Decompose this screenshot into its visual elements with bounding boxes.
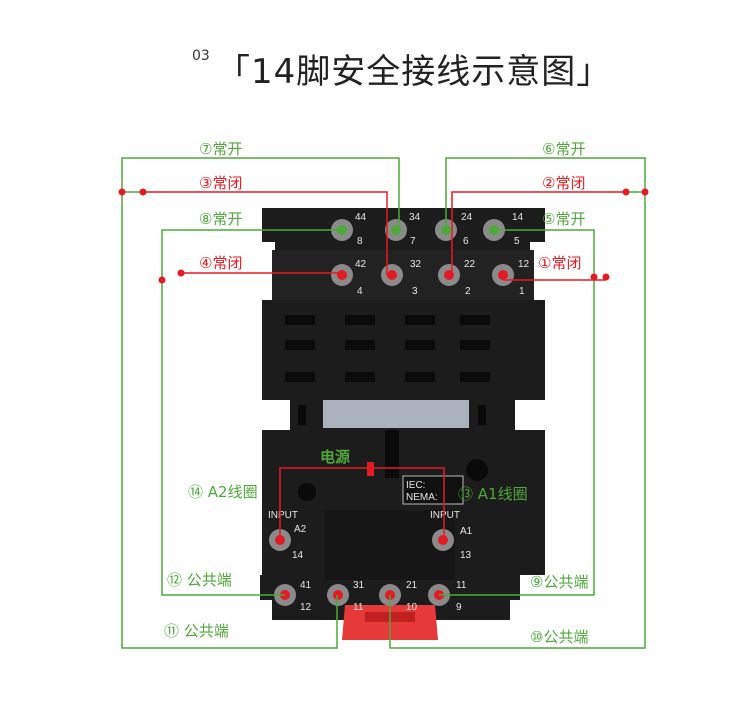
mount-hole-right <box>466 459 488 481</box>
label-10-common: ⑩公共端 <box>530 628 588 646</box>
term-6: 6 <box>463 236 469 247</box>
coil-left-num: 14 <box>292 550 304 561</box>
term-12b: 12 <box>300 602 312 613</box>
coil-right-input: INPUT <box>430 510 460 521</box>
power-fuse <box>367 462 374 476</box>
label-14-a2: ⑭ A2线圈 <box>188 483 258 501</box>
term-14: 14 <box>512 212 524 223</box>
term-9b: 9 <box>456 602 462 613</box>
term-44: 44 <box>355 212 367 223</box>
coil-right-name: A1 <box>460 526 473 537</box>
screw-42 <box>331 264 353 286</box>
label-12-common: ⑫ 公共端 <box>167 571 232 589</box>
label-7-no: ⑦常开 <box>199 140 242 158</box>
slot-grid <box>285 315 490 425</box>
term-7: 7 <box>410 236 416 247</box>
screw-14 <box>483 219 505 241</box>
term-11: 11 <box>456 580 467 591</box>
top-terminal-numbers: 44 34 24 14 8 7 6 5 42 32 22 12 4 3 2 1 <box>355 212 530 297</box>
screw-22 <box>438 264 460 286</box>
term-31: 31 <box>353 580 365 591</box>
relay-socket: IEC: NEMA: <box>260 208 545 640</box>
wire-dots <box>118 188 649 284</box>
iec-label: IEC: <box>406 480 425 491</box>
label-5-no: ⑤常开 <box>542 210 585 228</box>
label-power: 电源 <box>320 448 350 466</box>
term-41: 41 <box>300 580 312 591</box>
coil-left-name: A2 <box>294 524 307 535</box>
term-21: 21 <box>406 580 418 591</box>
label-1-nc: ①常闭 <box>538 254 581 272</box>
wire-6 <box>445 157 646 230</box>
wires-red <box>142 191 626 540</box>
screw-32 <box>381 264 403 286</box>
wire-10 <box>389 192 646 649</box>
term-12: 12 <box>518 259 530 270</box>
page-title: 「14脚安全接线示意图」 <box>216 52 612 92</box>
coil-left-input: INPUT <box>268 510 298 521</box>
label-3-nc: ③常闭 <box>199 174 242 192</box>
term-24: 24 <box>461 212 473 223</box>
coil-terminals: INPUT A2 14 INPUT A1 13 <box>268 510 473 561</box>
term-2: 2 <box>465 286 471 297</box>
term-1: 1 <box>519 286 525 297</box>
term-22: 22 <box>464 259 476 270</box>
wire-2 <box>451 191 626 275</box>
title-number: 03 <box>192 48 210 64</box>
label-4-nc: ④常闭 <box>199 254 242 272</box>
wire-7 <box>121 157 400 230</box>
wire-3 <box>142 191 388 275</box>
term-34: 34 <box>409 212 421 223</box>
term-5: 5 <box>514 236 520 247</box>
wire-9 <box>439 282 595 596</box>
screw-a1 <box>432 529 454 551</box>
wire-5 <box>495 229 595 282</box>
term-32: 32 <box>410 259 422 270</box>
screw-31 <box>327 584 349 606</box>
label-13-a1: ⑬ A1线圈 <box>458 485 528 503</box>
wire-11 <box>121 192 338 649</box>
wire-12 <box>161 282 285 596</box>
coil-right-num: 13 <box>460 550 472 561</box>
term-8: 8 <box>357 236 363 247</box>
term-11b: 11 <box>353 602 364 613</box>
label-2-nc: ②常闭 <box>542 174 585 192</box>
wire-8 <box>161 229 342 282</box>
iec-nema-plate <box>402 475 464 505</box>
screw-12 <box>492 264 514 286</box>
term-10b: 10 <box>406 602 418 613</box>
label-9-common: ⑨公共端 <box>530 573 588 591</box>
label-8-no: ⑧常开 <box>199 210 242 228</box>
term-3: 3 <box>412 286 418 297</box>
label-6-no: ⑥常开 <box>542 140 585 158</box>
screw-34 <box>385 219 407 241</box>
nema-label: NEMA: <box>406 492 438 503</box>
label-window <box>323 400 469 428</box>
wires-green <box>121 157 646 649</box>
mount-hole-left <box>298 483 316 501</box>
label-11-common: ⑪ 公共端 <box>164 622 229 640</box>
wire-coil <box>279 467 445 540</box>
term-4: 4 <box>357 286 363 297</box>
term-42: 42 <box>355 259 367 270</box>
